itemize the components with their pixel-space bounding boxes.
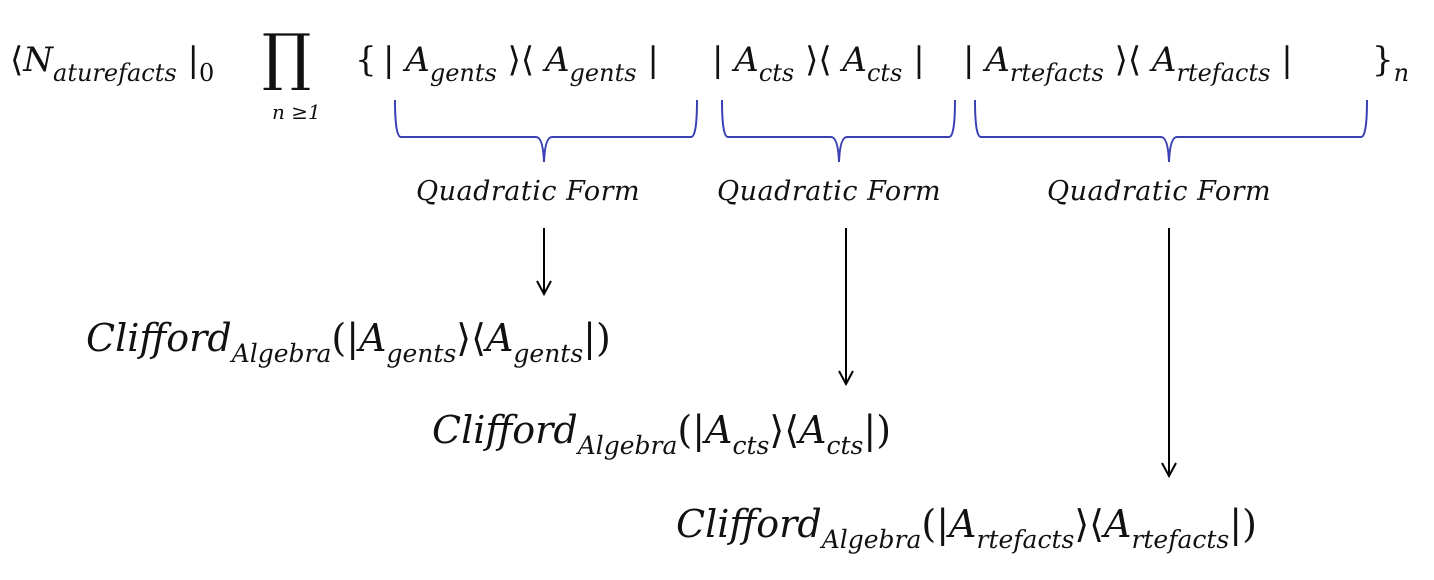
clifford-acts-base-2: A bbox=[799, 408, 827, 452]
ket-bra: ⟩⟨ bbox=[769, 408, 800, 452]
bra-bar: | bbox=[1281, 40, 1293, 80]
arrow-acts bbox=[838, 228, 854, 387]
close-sub: n bbox=[1393, 59, 1410, 87]
clifford-name: Clifford bbox=[432, 408, 578, 452]
ket-close: ⟩⟨ bbox=[507, 40, 535, 80]
term-agents-sub-2: gents bbox=[569, 59, 637, 87]
quadratic-form-label-3: Quadratic Form bbox=[1047, 176, 1272, 207]
term-agents-base: A bbox=[405, 40, 430, 80]
term-acts-sub-2: cts bbox=[866, 59, 903, 87]
clifford-artefacts-sub: rtefacts bbox=[976, 525, 1075, 554]
clifford-name: Clifford bbox=[676, 502, 822, 546]
ket-close: ⟩⟨ bbox=[805, 40, 832, 80]
underbrace-acts bbox=[721, 99, 956, 163]
naturefacts-bar: | bbox=[187, 40, 199, 80]
clifford-name: Clifford bbox=[86, 316, 232, 360]
ket-bar: | bbox=[712, 40, 724, 80]
open-paren: (| bbox=[921, 502, 950, 546]
equation-line: ⟨Naturefacts |0 bbox=[10, 40, 214, 87]
clifford-acts-sub: cts bbox=[732, 431, 770, 460]
clifford-sub: Algebra bbox=[577, 431, 678, 460]
open-paren: (| bbox=[677, 408, 706, 452]
ket-bar: | bbox=[383, 40, 395, 80]
product-symbol: ∏ bbox=[262, 20, 312, 93]
clifford-acts-base: A bbox=[705, 408, 733, 452]
term-acts-base-2: A bbox=[842, 40, 867, 80]
clifford-artefacts-sub-2: rtefacts bbox=[1131, 525, 1230, 554]
quadratic-form-label-1: Quadratic Form bbox=[416, 176, 641, 207]
clifford-artefacts: CliffordAlgebra(|Artefacts⟩⟨Artefacts|) bbox=[676, 502, 1257, 554]
left-bra: ⟨ bbox=[10, 40, 24, 80]
ket-bra: ⟩⟨ bbox=[1074, 502, 1104, 546]
bra-bar: | bbox=[913, 40, 925, 80]
open-paren: (| bbox=[331, 316, 360, 360]
clifford-agents-sub-2: gents bbox=[513, 339, 584, 368]
naturefacts-sub: aturefacts bbox=[53, 59, 177, 87]
zero-sub: 0 bbox=[198, 59, 215, 87]
clifford-agents-base: A bbox=[359, 316, 387, 360]
clifford-agents-base-2: A bbox=[485, 316, 514, 360]
clifford-agents-sub: gents bbox=[386, 339, 457, 368]
term-agents-base-2: A bbox=[544, 40, 570, 80]
arrows bbox=[536, 228, 1177, 479]
term-artefacts-sub-2: rtefacts bbox=[1176, 59, 1271, 87]
term-artefacts-sub: rtefacts bbox=[1009, 59, 1104, 87]
term-agents-sub: gents bbox=[429, 59, 497, 87]
clifford-artefacts-base: A bbox=[949, 502, 977, 546]
arrow-head-icon bbox=[1161, 462, 1177, 479]
clifford-sub: Algebra bbox=[231, 339, 332, 368]
bra-bar: | bbox=[647, 40, 659, 80]
term-acts: | Acts ⟩⟨ Acts | bbox=[712, 40, 925, 87]
clifford-acts-sub-2: cts bbox=[826, 431, 864, 460]
term-acts-sub: cts bbox=[758, 59, 795, 87]
term-agents: | Agents ⟩⟨ Agents | bbox=[383, 40, 659, 87]
underbrace-artefacts bbox=[974, 99, 1368, 163]
clifford-artefacts-base-2: A bbox=[1103, 502, 1132, 546]
ket-bar: | bbox=[963, 40, 975, 80]
underbraces bbox=[394, 99, 1368, 163]
close-brace: } bbox=[1372, 40, 1394, 80]
term-artefacts-base: A bbox=[985, 40, 1010, 80]
close-paren: |) bbox=[1229, 502, 1257, 546]
term-artefacts: | Artefacts ⟩⟨ Artefacts | bbox=[963, 40, 1293, 87]
open-brace: { bbox=[355, 40, 377, 80]
ket-bra: ⟩⟨ bbox=[456, 316, 486, 360]
clifford-agents: CliffordAlgebra(|Agents⟩⟨Agents|) bbox=[86, 316, 611, 368]
naturefacts-base: N bbox=[23, 40, 54, 80]
clifford-sub: Algebra bbox=[821, 525, 922, 554]
underbrace-agents bbox=[394, 99, 698, 163]
quadratic-form-label-2: Quadratic Form bbox=[717, 176, 942, 207]
close-brace-group: }n bbox=[1372, 40, 1409, 87]
arrow-head-icon bbox=[536, 280, 552, 297]
close-paren: |) bbox=[863, 408, 892, 452]
arrow-artefacts bbox=[1161, 228, 1177, 479]
clifford-acts: CliffordAlgebra(|Acts⟩⟨Acts|) bbox=[432, 408, 892, 460]
close-paren: |) bbox=[583, 316, 611, 360]
arrow-head-icon bbox=[838, 370, 854, 387]
ket-close: ⟩⟨ bbox=[1114, 40, 1142, 80]
term-artefacts-base-2: A bbox=[1151, 40, 1177, 80]
arrow-agents bbox=[536, 228, 552, 297]
product-limit: n ≥1 bbox=[272, 100, 321, 124]
term-acts-base: A bbox=[734, 40, 759, 80]
